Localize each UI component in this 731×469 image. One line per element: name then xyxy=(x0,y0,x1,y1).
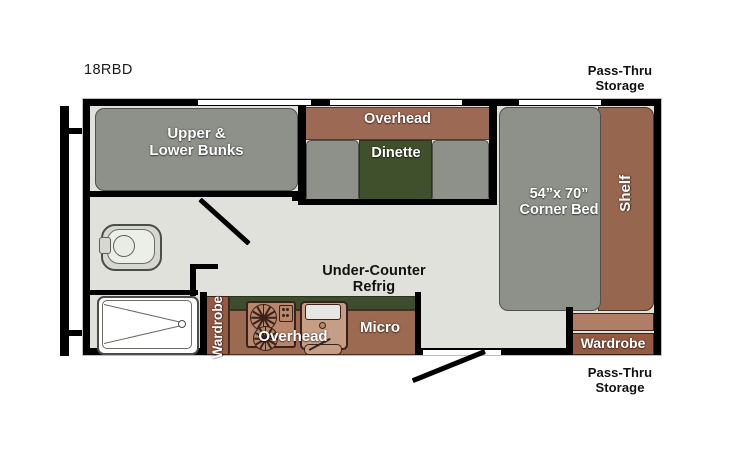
dinette-bench-left[interactable] xyxy=(306,140,359,202)
burner-spokes-front xyxy=(254,327,277,350)
entry-door-opening xyxy=(423,350,501,355)
upper-lower-bunks[interactable] xyxy=(95,108,298,191)
window-dinette xyxy=(330,100,462,105)
slide-out-tab-top xyxy=(66,128,82,134)
model-code-label: 18RBD xyxy=(84,62,133,78)
knob-dot-2 xyxy=(286,308,289,311)
corner-bed[interactable] xyxy=(499,107,601,311)
cooktop-knobs[interactable] xyxy=(279,305,293,322)
pass-thru-storage-top-label: Pass-Thru Storage xyxy=(587,63,653,93)
shelf-block[interactable] xyxy=(598,107,654,311)
toilet-bowl xyxy=(113,235,135,257)
sink-basin xyxy=(305,304,341,320)
toilet-tank xyxy=(99,237,111,254)
wardrobe-right-top-strip xyxy=(572,313,654,331)
bunk-partition-jamb xyxy=(292,191,298,201)
knob-dot-1 xyxy=(282,308,285,311)
shower-drain xyxy=(178,320,186,328)
burner-spokes-rear xyxy=(251,305,276,330)
wardrobe-right[interactable] xyxy=(572,333,654,355)
sink-drain xyxy=(319,322,326,329)
dinette-bench-right[interactable] xyxy=(432,140,489,202)
window-bed xyxy=(519,100,601,105)
pass-thru-storage-bottom-label: Pass-Thru Storage xyxy=(587,365,653,395)
dinette-left-wall xyxy=(298,105,306,205)
wardrobe-right-wall xyxy=(566,307,573,355)
cooktop-burner-front xyxy=(253,326,278,351)
overhead-cabinet-dinette[interactable] xyxy=(305,107,490,140)
window-front xyxy=(198,100,311,105)
knob-dot-3 xyxy=(282,314,285,317)
kitchen-end-wall xyxy=(415,292,421,355)
wardrobe-left[interactable] xyxy=(206,296,229,355)
wardrobe-left-wall xyxy=(200,292,207,355)
bath-vertical-wall xyxy=(190,264,196,296)
dinette-table[interactable] xyxy=(359,140,432,202)
bath-partition-wall xyxy=(90,290,198,295)
under-counter-refrig-label: Under-Counter Refrig xyxy=(322,263,426,296)
slide-out-rail xyxy=(60,106,69,356)
dinette-right-wall xyxy=(489,105,497,205)
knob-dot-4 xyxy=(286,314,289,317)
sink-faucet-base xyxy=(304,344,342,355)
bunk-partition-wall xyxy=(90,191,298,197)
dinette-base-wall xyxy=(298,199,497,205)
bath-wall-return xyxy=(190,264,218,269)
slide-out-tab-bottom xyxy=(66,330,82,336)
